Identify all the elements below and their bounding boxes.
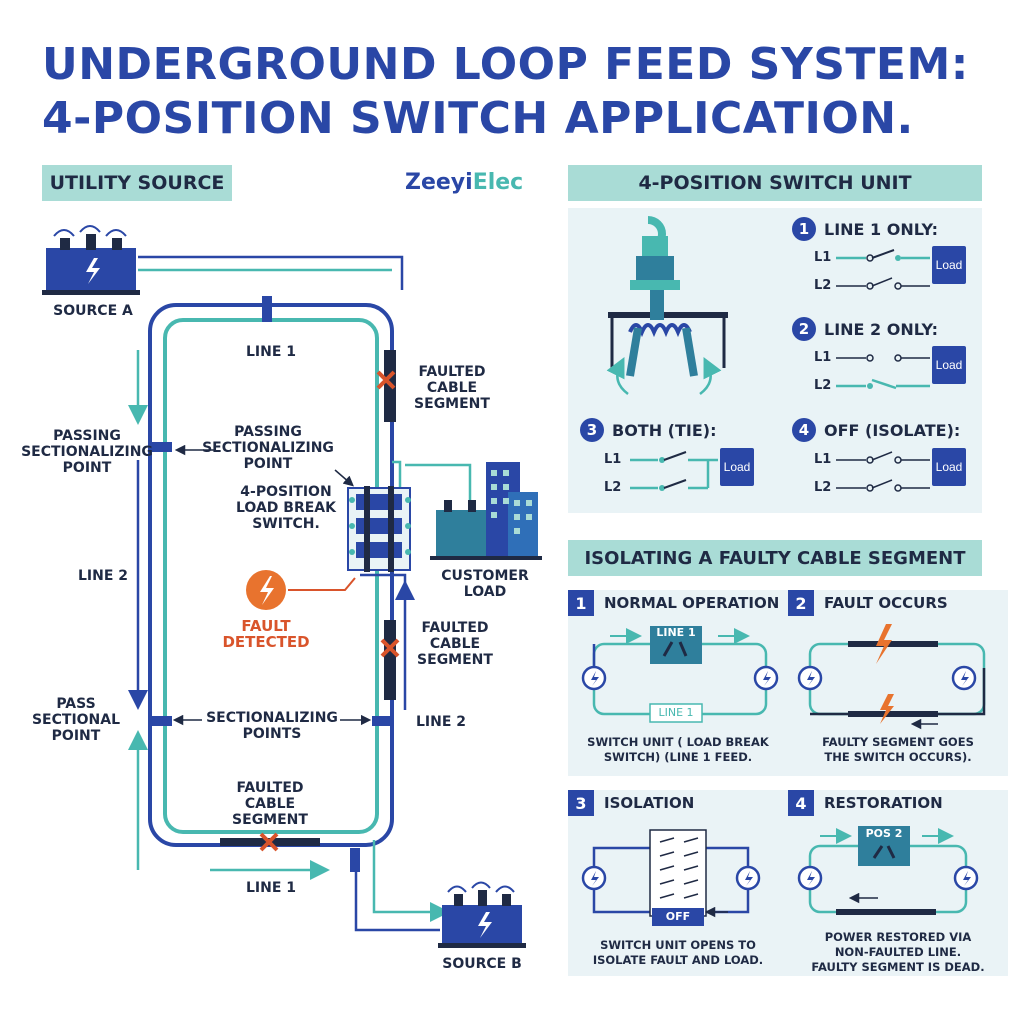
card-4-caption: POWER RESTORED VIA NON-FAULTED LINE. FAU… [811,930,985,974]
mode3-diagram [630,451,718,491]
sectionalizing-point-left [150,442,172,452]
brand-logo: ZeeyiElec [405,170,523,195]
mode-1-label: LINE 1 ONLY: [824,219,939,239]
mode-4-l2-label: L2 [814,480,832,495]
page-title: UNDERGROUND LOOP FEED SYSTEM: 4-POSITION… [42,38,1002,146]
passing-point-mid-label: PASSING SECTIONALIZING POINT [202,424,334,472]
title-line-2: 4-POSITION SWITCH APPLICATION. [42,93,914,144]
mode-1-title: 1 LINE 1 ONLY: [792,217,938,241]
mode-1-load: Load [932,246,966,284]
mode-2-number: 2 [792,317,816,341]
card-3-title: 3 ISOLATION [568,790,694,816]
card-1-tag-bottom: LINE 1 [658,706,694,719]
mode-1-l2-label: L2 [814,278,832,293]
card-3-title-text: ISOLATION [604,794,695,812]
card-restoration: 4 RESTORATION POS 2 POWER RESTORED VIA NO… [788,790,1008,976]
mode-4-label: OFF (ISOLATE): [824,420,961,440]
card-fault-occurs: 2 FAULT OCCURS FAULTY SEGMENT GOES THE SW… [788,590,1008,776]
mode-3-label: BOTH (TIE): [612,420,717,440]
customer-load-icon [430,462,542,560]
card-3-number: 3 [568,790,594,816]
card-4-title-text: RESTORATION [824,794,943,812]
pass-sectional-label: PASS SECTIONAL POINT [31,696,121,744]
source-a-label: SOURCE A [53,303,133,319]
source-a-transformer-icon [42,225,140,295]
line2-right-label: LINE 2 [415,714,467,730]
card-2-number: 2 [788,590,814,616]
mode-2-title: 2 LINE 2 ONLY: [792,317,938,341]
isolating-header: ISOLATING A FAULTY CABLE SEGMENT [568,540,982,576]
card-3-caption: SWITCH UNIT OPENS TO ISOLATE FAULT AND L… [592,938,764,967]
mode-3-l1-label: L1 [604,452,622,467]
mode2-diagram [836,354,930,390]
brand-part-2: Elec [472,170,524,195]
customer-load-label: CUSTOMER LOAD [441,568,529,600]
card-1-title: 1 NORMAL OPERATION [568,590,779,616]
card-1-tag-top: LINE 1 [656,626,696,639]
mode-3-load: Load [720,448,754,486]
card-normal-operation: 1 NORMAL OPERATION LINE 1 LINE 1 SWITCH U… [568,590,788,776]
fault-x-icon-bottom [259,832,279,852]
sectionalizing-point-bottom [350,848,360,872]
mode-4-load: Load [932,448,966,486]
card-4-title: 4 RESTORATION [788,790,943,816]
switch-unit-header: 4-POSITION SWITCH UNIT [568,165,982,201]
switch-mechanism-icon [606,216,728,395]
sectionalizing-point-lower-right [372,716,394,726]
card-2-caption: FAULTY SEGMENT GOES THE SWITCH OCCURS). [822,735,974,764]
line1-bottom-label: LINE 1 [245,880,297,896]
source-b-transformer-icon [438,881,526,948]
mode-2-load: Load [932,346,966,384]
card-1-title-text: NORMAL OPERATION [604,594,780,612]
faulted-mid-label: FAULTED CABLE SEGMENT [417,620,493,668]
mode-3-l2-label: L2 [604,480,622,495]
card-4-diagram [797,826,979,915]
mode-1-l1-label: L1 [814,250,832,265]
card-2-diagram [797,624,986,730]
card-2-title: 2 FAULT OCCURS [788,590,948,616]
card-2-title-text: FAULT OCCURS [824,594,948,612]
card-3-diagram [581,829,761,926]
mode-2-label: LINE 2 ONLY: [824,319,939,339]
loop-feed-diagram [42,225,542,948]
brand-part-1: Zeeyi [405,170,473,195]
line2-left-label: LINE 2 [77,568,129,584]
passing-point-left-label: PASSING SECTIONALIZING POINT [21,428,153,476]
faulted-top-label: FAULTED CABLE SEGMENT [414,364,490,412]
source-b-label: SOURCE B [442,956,522,972]
mode-2-l2-label: L2 [814,378,832,393]
card-2-fault-icon-top [876,624,892,664]
mode-2-l1-label: L1 [814,350,832,365]
fault-x-icon-mid [380,638,400,658]
mode-4-title: 4 OFF (ISOLATE): [792,418,960,442]
faulted-bottom-label: FAULTED CABLE SEGMENT [232,780,308,828]
mode-4-number: 4 [792,418,816,442]
load-break-switch-icon [347,486,411,572]
utility-source-header: UTILITY SOURCE [42,165,232,201]
fault-detected-icon [246,570,356,610]
fault-x-icon-top [376,370,396,390]
line1-top-label: LINE 1 [245,344,297,360]
mode4-diagram [836,451,930,492]
mode1-diagram [836,249,930,290]
fault-detected-label: FAULT DETECTED [222,617,310,651]
mode-4-l1-label: L1 [814,452,832,467]
sectionalizing-point-top [262,296,272,322]
mode-1-number: 1 [792,217,816,241]
card-3-off-tag: OFF [665,910,691,923]
switch-unit-graphics [606,216,930,492]
switch-label: 4-POSITION LOAD BREAK SWITCH. [236,484,336,532]
title-line-1: UNDERGROUND LOOP FEED SYSTEM: [42,39,969,90]
mode-3-title: 3 BOTH (TIE): [580,418,717,442]
card-isolation: 3 ISOLATION OFF SWITCH UNIT OPENS TO ISOL… [568,790,788,976]
sectionalizing-point-lower-left [150,716,172,726]
card-4-number: 4 [788,790,814,816]
card-1-caption: SWITCH UNIT ( LOAD BREAK SWITCH) (LINE 1… [587,735,769,764]
card-1-number: 1 [568,590,594,616]
sectionalizing-points-label: SECTIONALIZING POINTS [206,710,338,742]
card-4-pos-tag: POS 2 [865,827,903,840]
card-2-fault-icon-bottom [880,694,894,724]
mode-3-number: 3 [580,418,604,442]
card-1-diagram [581,626,779,723]
